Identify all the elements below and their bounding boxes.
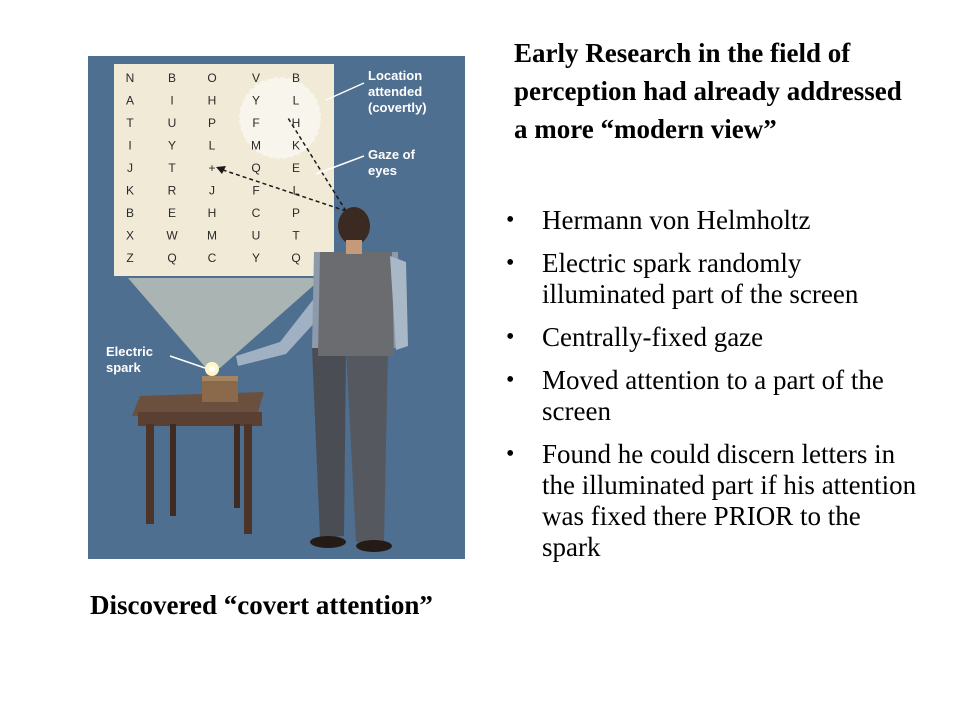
chart-letter: Q [167, 251, 176, 265]
light-cone [128, 278, 322, 368]
electric-spark-label: Electric spark [106, 344, 157, 375]
bullet-dot-icon: • [506, 367, 515, 393]
chart-letter: H [208, 94, 217, 108]
bullet-item: • Hermann von Helmholtz [502, 205, 922, 236]
chart-letter: P [208, 116, 216, 130]
chart-letter: I [128, 139, 131, 153]
chart-letter: P [292, 206, 300, 220]
chart-letter: M [207, 229, 217, 243]
chart-letter: J [209, 184, 215, 198]
chart-letter: L [293, 184, 300, 198]
chart-letter: U [252, 229, 261, 243]
chart-letter: N [126, 71, 135, 85]
chart-letter: B [168, 71, 176, 85]
chart-letter: T [168, 161, 176, 175]
bullet-text: Moved attention to a part of the screen [542, 365, 884, 426]
chart-letter: E [292, 161, 300, 175]
chart-letter: T [126, 116, 134, 130]
chart-letter: C [208, 251, 217, 265]
chart-letter: R [168, 184, 177, 198]
chart-letter: L [293, 94, 300, 108]
illustration-canvas: NATIJKBXZBIUYTREWQOHPL+JHMCVYFMQFCUYBLHK… [106, 64, 427, 552]
bullet-text: Found he could discern letters in the il… [542, 439, 917, 562]
chart-letter: Q [251, 161, 260, 175]
chart-letter: E [168, 206, 176, 220]
spark-callout-line [169, 355, 209, 370]
bullet-text: Electric spark randomly illuminated part… [542, 248, 859, 309]
spark-label-line: spark [106, 360, 141, 375]
chart-letter: + [208, 161, 215, 175]
location-label-line: (covertly) [368, 100, 427, 115]
bullet-item: • Electric spark randomly illuminated par… [502, 248, 922, 310]
table-drawing [132, 392, 264, 534]
chart-letter: Y [168, 139, 176, 153]
spark-apparatus [202, 362, 238, 402]
bullet-item: • Centrally-fixed gaze [502, 322, 922, 353]
chart-letter: B [126, 206, 134, 220]
bullet-dot-icon: • [506, 207, 515, 233]
attention-line [287, 117, 347, 212]
chart-letter: Z [126, 251, 133, 265]
chart-letter: L [209, 139, 216, 153]
bullet-item: • Found he could discern letters in the i… [502, 439, 922, 563]
gaze-label-line: eyes [368, 163, 397, 178]
bullet-dot-icon: • [506, 441, 515, 467]
chart-letter: Y [252, 94, 260, 108]
bullet-text: Hermann von Helmholtz [542, 205, 811, 235]
gaze-callout-line [315, 155, 365, 175]
chart-letter: H [208, 206, 217, 220]
chart-letter: O [207, 71, 216, 85]
location-callout-line [325, 82, 365, 101]
spark-label-line: Electric [106, 344, 153, 359]
gaze-arrowhead-icon [216, 166, 226, 174]
location-label-line: Location [368, 68, 422, 83]
chart-letter: A [126, 94, 134, 108]
chart-letter: F [252, 116, 259, 130]
chart-letter: X [126, 229, 134, 243]
gaze-label-line: Gaze of [368, 147, 416, 162]
chart-letter: J [127, 161, 133, 175]
chart-letter: Q [291, 251, 300, 265]
slide-title: Early Research in the field of perceptio… [514, 38, 902, 144]
chart-letter: B [292, 71, 300, 85]
chart-letter: V [252, 71, 260, 85]
letter-chart: NATIJKBXZBIUYTREWQOHPL+JHMCVYFMQFCUYBLHK… [126, 71, 301, 265]
chart-letter: K [292, 139, 300, 153]
chart-letter: K [126, 184, 134, 198]
bullet-list: • Hermann von Helmholtz • Electric spark r… [502, 205, 922, 575]
bullet-dot-icon: • [506, 250, 515, 276]
chart-letter: T [292, 229, 300, 243]
chart-letter: C [252, 206, 261, 220]
chart-letter: W [166, 229, 178, 243]
chart-letter: Y [252, 251, 260, 265]
figure-caption: Discovered “covert attention” [90, 590, 433, 620]
location-label-line: attended [368, 84, 422, 99]
chart-letter: F [252, 184, 259, 198]
bullet-dot-icon: • [506, 324, 515, 350]
bullet-item: • Moved attention to a part of the screen [502, 365, 922, 427]
chart-letter: H [292, 116, 301, 130]
bullet-text: Centrally-fixed gaze [542, 322, 764, 352]
chart-letter: M [251, 139, 261, 153]
gaze-line [219, 168, 347, 212]
location-attended-label: Location attended (covertly) [368, 68, 427, 115]
observer-figure [236, 207, 408, 552]
chart-letter: U [168, 116, 177, 130]
gaze-of-eyes-label: Gaze of eyes [368, 147, 419, 178]
chart-letter: I [170, 94, 173, 108]
